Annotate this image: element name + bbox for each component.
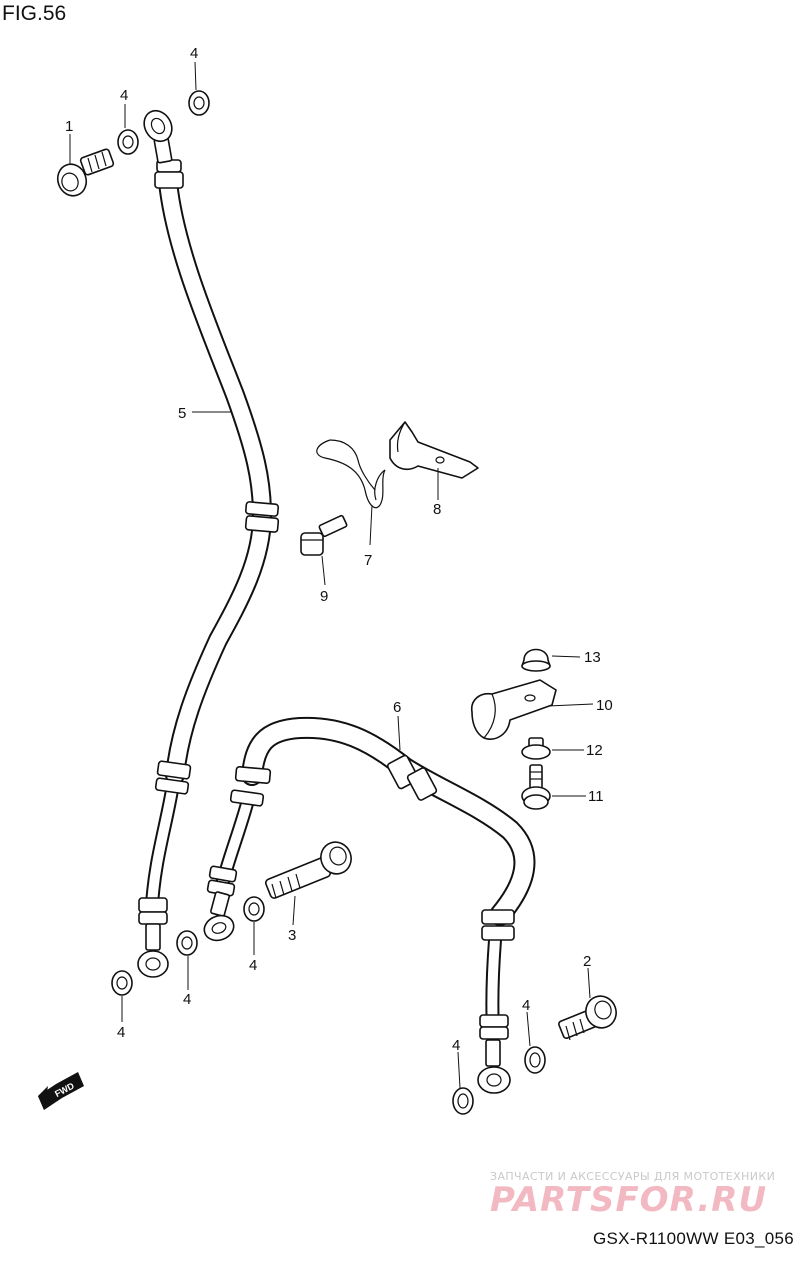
washer-4a[interactable] — [188, 90, 210, 116]
callout-11: 11 — [588, 788, 604, 805]
hose-clamp-8[interactable] — [389, 421, 479, 479]
callout-12: 12 — [586, 742, 603, 759]
callout-1: 1 — [65, 118, 73, 135]
callout-10: 10 — [596, 697, 613, 714]
brake-hose-6[interactable] — [201, 716, 536, 1094]
hose-clamp-10[interactable] — [470, 679, 557, 740]
union-bolt-3[interactable] — [264, 838, 356, 899]
watermark-tagline: ЗАПЧАСТИ И АКСЕССУАРЫ ДЛЯ МОТОТЕХНИКИ — [490, 1170, 776, 1183]
fwd-arrow-icon: FWD — [38, 1072, 84, 1110]
model-code: GSX-R1100WW E03_056 — [593, 1229, 794, 1248]
union-bolt-2[interactable] — [558, 992, 621, 1041]
callout-9: 9 — [320, 588, 328, 605]
callout-4d: 4 — [117, 1024, 125, 1041]
callout-8: 8 — [433, 501, 441, 518]
callout-4f: 4 — [522, 997, 530, 1014]
washer-4d[interactable] — [111, 970, 133, 996]
brake-hose-5[interactable] — [137, 106, 280, 978]
washer-4e[interactable] — [243, 896, 265, 922]
figure-title: FIG.56 — [2, 2, 67, 25]
leader-lines — [69, 61, 594, 1089]
hose-clip-7[interactable] — [316, 439, 386, 509]
callout-4g: 4 — [452, 1037, 460, 1054]
callout-2: 2 — [583, 953, 591, 970]
washer-4c[interactable] — [176, 930, 198, 956]
union-bolt-1[interactable] — [53, 148, 115, 199]
washer-4b[interactable] — [117, 129, 139, 155]
callout-4b: 4 — [120, 87, 128, 104]
callout-4a: 4 — [190, 45, 198, 62]
callout-labels: 1 4 4 5 6 7 8 9 10 13 12 11 3 4 4 4 2 4 … — [65, 45, 613, 1054]
callout-6: 6 — [393, 699, 401, 716]
callout-7: 7 — [364, 552, 372, 569]
callout-13: 13 — [584, 649, 601, 666]
watermark-logo: PARTSFOR.RU — [490, 1180, 768, 1220]
callout-4e: 4 — [249, 957, 257, 974]
collar-12[interactable] — [521, 737, 551, 760]
bolt-11[interactable] — [521, 764, 551, 810]
nut-13[interactable] — [521, 648, 551, 672]
washer-4g[interactable] — [452, 1087, 474, 1115]
bolt-9[interactable] — [300, 514, 348, 556]
callout-3: 3 — [288, 927, 296, 944]
washer-4f[interactable] — [524, 1046, 546, 1074]
callout-5: 5 — [178, 405, 186, 422]
callout-4c: 4 — [183, 991, 191, 1008]
